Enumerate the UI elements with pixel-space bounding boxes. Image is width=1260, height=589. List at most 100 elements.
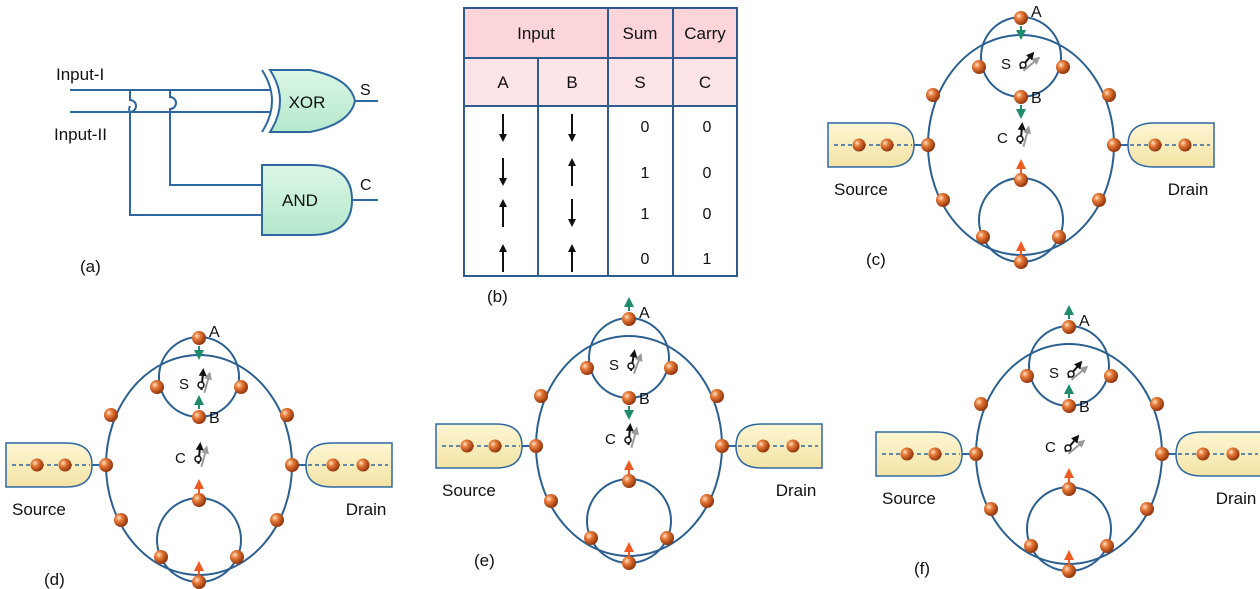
atom <box>285 458 299 472</box>
atom <box>1092 193 1106 207</box>
sum-spin-icon <box>1067 360 1089 381</box>
top-ring <box>588 317 670 399</box>
spin-up-arrow <box>499 244 507 272</box>
spin-down-arrow <box>499 114 507 142</box>
xor-extra-arc <box>261 69 273 133</box>
atom <box>1148 138 1162 152</box>
sum-spin-icon <box>197 368 212 394</box>
atom <box>460 439 474 453</box>
table-header-bg <box>464 8 737 58</box>
atom <box>974 397 988 411</box>
atom <box>150 380 164 394</box>
spin-up-arrow <box>499 199 507 227</box>
site-b-label: B <box>1031 90 1042 107</box>
spin-b-down-icon <box>624 406 634 420</box>
atom <box>99 458 113 472</box>
sum-spin-icon <box>627 349 643 374</box>
spin-b-up-icon <box>194 395 204 409</box>
atom <box>1056 60 1070 74</box>
atom <box>192 331 206 345</box>
site-b-label: B <box>209 410 220 427</box>
atom <box>192 410 206 424</box>
atom <box>1178 138 1192 152</box>
sum-qubit-label: S <box>179 376 189 393</box>
site-b-label: B <box>1079 399 1090 416</box>
table-cell-carry: 0 <box>703 119 712 136</box>
carry-qubit-label: C <box>997 130 1008 147</box>
atom <box>1014 11 1028 25</box>
atom <box>921 138 935 152</box>
drain-electrode <box>722 423 823 469</box>
site-a-label: A <box>1079 313 1090 330</box>
spin-b-down-icon <box>1016 105 1026 119</box>
atom <box>1014 255 1028 269</box>
table-cell-carry: 0 <box>703 165 712 182</box>
atom <box>1155 447 1169 461</box>
atom <box>622 312 636 326</box>
panel-label-c: (c) <box>866 250 886 269</box>
carry-spin-icon <box>194 442 209 468</box>
atom <box>192 575 206 589</box>
atom <box>710 389 724 403</box>
xor-gate-label: XOR <box>289 93 326 112</box>
site-a-label: A <box>209 324 220 341</box>
atom <box>534 389 548 403</box>
table-header-input: Input <box>517 24 555 43</box>
drain-label: Drain <box>1168 180 1209 199</box>
site-a-label: A <box>639 305 650 322</box>
table-col-a: A <box>497 73 509 92</box>
atom <box>786 439 800 453</box>
atom <box>114 513 128 527</box>
atom <box>1150 397 1164 411</box>
atom <box>1140 502 1154 516</box>
carry-qubit-label: C <box>175 450 186 467</box>
table-cell-sum: 0 <box>641 119 650 136</box>
atom <box>58 458 72 472</box>
atom <box>1014 90 1028 104</box>
source-electrode <box>435 423 536 469</box>
electron-flow-up-icon <box>194 561 204 575</box>
source-label: Source <box>442 481 496 500</box>
atom <box>1062 399 1076 413</box>
input-i-label: Input-I <box>56 65 104 84</box>
source-electrode <box>875 431 976 477</box>
atom <box>715 439 729 453</box>
atom <box>976 230 990 244</box>
table-subheader-bg <box>464 58 737 106</box>
atom <box>700 494 714 508</box>
atom <box>1107 138 1121 152</box>
sum-qubit-label: S <box>1001 56 1011 73</box>
atom <box>1062 482 1076 496</box>
atom <box>1052 230 1066 244</box>
electron-flow-up-icon <box>1016 241 1026 255</box>
atom <box>1062 564 1076 578</box>
table-cell-carry: 0 <box>703 206 712 223</box>
carry-spin-icon <box>1016 122 1031 148</box>
atom <box>529 439 543 453</box>
table-cell-sum: 0 <box>641 251 650 268</box>
spin-up-arrow <box>568 158 576 186</box>
atom <box>544 494 558 508</box>
atom <box>984 502 998 516</box>
table-col-s: S <box>634 73 645 92</box>
atom <box>1020 369 1034 383</box>
drain-electrode <box>292 442 393 488</box>
carry-output-label: C <box>360 177 372 194</box>
atom <box>1102 88 1116 102</box>
panel-label-d: (d) <box>44 570 65 589</box>
atom <box>326 458 340 472</box>
electron-flow-up-icon <box>624 542 634 556</box>
panel-label-e: (e) <box>474 551 495 570</box>
input-i-branch <box>128 90 265 216</box>
electron-flow-up-icon <box>624 460 634 474</box>
spin-down-arrow <box>499 158 507 186</box>
